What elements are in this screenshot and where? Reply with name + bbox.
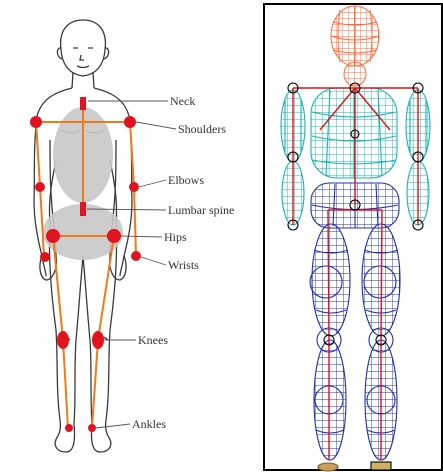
label-neck: Neck	[170, 94, 195, 108]
shoulder-joint-right	[124, 116, 136, 128]
neck-joint	[80, 97, 86, 110]
label-ankles: Ankles	[132, 417, 166, 431]
ankle-joint-right	[88, 424, 96, 432]
elbow-joint-left	[35, 182, 45, 192]
lumbar-spine-joint	[80, 202, 86, 216]
hip-joint-left	[46, 229, 60, 243]
foot-left	[318, 463, 338, 471]
label-shoulders: Shoulders	[178, 122, 226, 136]
ankle-joint-left	[65, 424, 73, 432]
human-body-panel: Neck Shoulders Elbows Lumbar spine Hips …	[30, 20, 234, 452]
elbow-joint-right	[129, 182, 139, 192]
label-wrists: Wrists	[168, 258, 199, 272]
knee-joint-left	[57, 331, 69, 349]
wrist-joint-right	[131, 251, 141, 261]
label-lumbar-spine: Lumbar spine	[168, 203, 234, 217]
label-elbows: Elbows	[168, 173, 204, 187]
wireframe-model-panel	[264, 4, 442, 471]
knee-joint-right	[92, 331, 104, 349]
wrist-joint-left	[40, 252, 50, 262]
foot-right	[371, 462, 391, 470]
wireframe-torso	[311, 88, 397, 178]
hip-joint-right	[107, 229, 121, 243]
label-knees: Knees	[138, 333, 168, 347]
label-hips: Hips	[164, 230, 187, 244]
shoulder-joint-left	[30, 116, 42, 128]
